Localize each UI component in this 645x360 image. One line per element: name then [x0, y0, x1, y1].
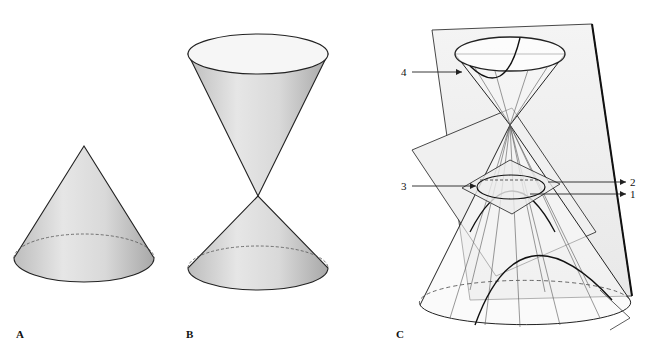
callout-number: 1 [630, 188, 636, 200]
callout-number: 4 [401, 66, 407, 78]
callout-number: 2 [630, 176, 636, 188]
callout-number: 3 [401, 180, 407, 192]
figure-letter: A [16, 328, 24, 340]
leader-lines [412, 69, 626, 197]
single-cone [14, 146, 154, 282]
figure-letter: B [186, 328, 193, 340]
double-cone [188, 34, 328, 290]
figure-letter: C [396, 328, 404, 340]
cone-with-cutting-planes [412, 24, 632, 330]
